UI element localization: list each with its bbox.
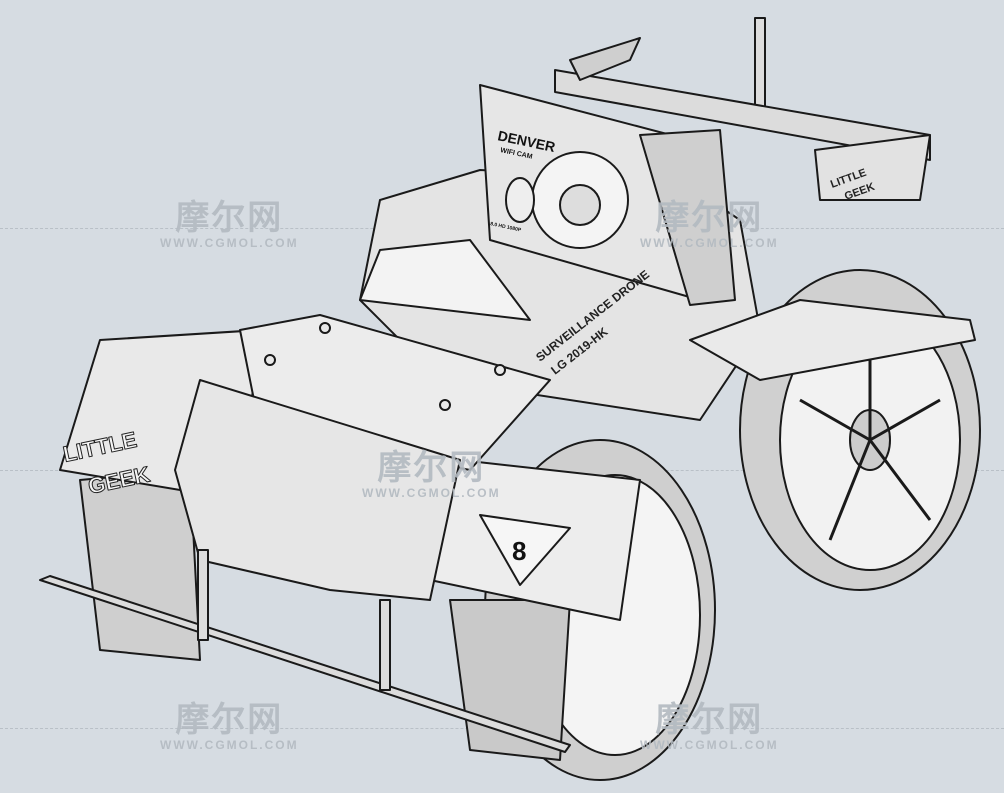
rear-fender [689,299,976,381]
badge-number: 8 [512,536,526,566]
antenna [754,17,766,109]
front-nose [174,379,461,601]
front-bumper [39,575,571,753]
badge-triangle [479,514,571,586]
rear-wing [554,69,931,161]
seat [359,239,531,321]
wing-endplate [814,134,931,201]
